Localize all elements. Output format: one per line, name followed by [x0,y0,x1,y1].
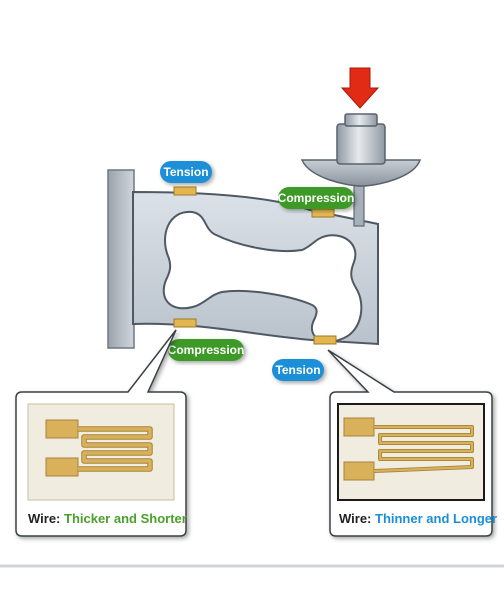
load-cylinder [336,123,386,165]
strain-gauge-bottom-right [313,335,337,345]
caption-left: Wire: Thicker and Shorter [28,511,187,526]
caption-right-prefix: Wire: [339,511,375,526]
wall-support [107,169,135,349]
load-cap [344,113,378,127]
caption-right-value: Thinner and Longer [375,511,497,526]
gauge-thin-long [337,403,485,501]
strain-gauge-top-right [311,208,335,218]
strain-gauge-top-left [173,186,197,196]
load-plate [300,159,422,187]
compression-bottom-text: Compression [168,343,245,357]
gauge-thick-short [27,403,175,501]
tension-top-text: Tension [163,165,208,179]
compression-bottom-label: Compression [168,339,245,361]
caption-left-value: Thicker and Shorter [64,511,187,526]
compression-top-label: Compression [278,187,355,209]
tension-bottom-label: Tension [272,359,324,381]
caption-right: Wire: Thinner and Longer [339,511,497,526]
tension-top-label: Tension [160,161,212,183]
strain-gauge-bottom-left [173,318,197,328]
down-arrow-icon [340,67,380,109]
compression-top-text: Compression [278,191,355,205]
tension-bottom-text: Tension [275,363,320,377]
caption-left-prefix: Wire: [28,511,64,526]
